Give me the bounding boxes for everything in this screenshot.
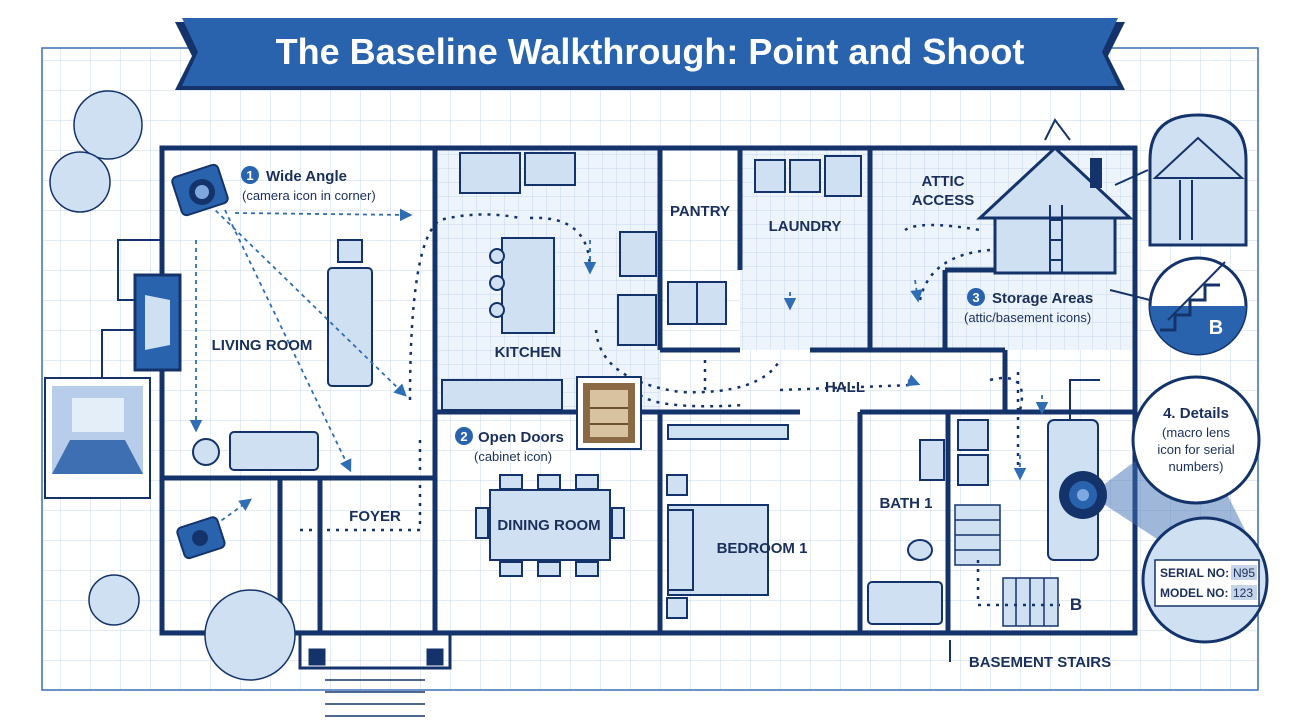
tree-icon [49, 90, 296, 681]
step-3-number: 3 [972, 290, 979, 305]
room-label-dining: DINING ROOM [497, 517, 600, 534]
step-4-note-1: (macro lens [1162, 425, 1230, 440]
room-label-living: LIVING ROOM [212, 337, 313, 354]
step-3-note: (attic/basement icons) [964, 310, 1091, 325]
step-1-number: 1 [246, 168, 253, 183]
room-label-basement-stairs: BASEMENT STAIRS [969, 654, 1111, 671]
basement-stairs-icon: B [1109, 256, 1248, 356]
living-room-furniture [192, 239, 373, 471]
step-1-badge [241, 166, 259, 184]
camera-icon [171, 163, 229, 217]
bedroom-bed [666, 424, 789, 619]
room-photo-thumbnail [44, 377, 151, 499]
step-3-badge [967, 288, 985, 306]
room-label-bath: BATH 1 [879, 495, 932, 512]
step-2-badge [455, 427, 473, 445]
step-2-note: (cabinet icon) [474, 449, 552, 464]
room-label-bedroom: BEDROOM 1 [717, 540, 808, 557]
camera-icon-foyer [176, 516, 226, 560]
room-label-attic-2: ACCESS [912, 192, 975, 209]
basement-stairs [954, 504, 1059, 627]
model-value: 123 [1233, 586, 1253, 600]
step-2-number: 2 [460, 429, 467, 444]
fireplace [101, 239, 182, 380]
room-label-kitchen: KITCHEN [495, 344, 562, 361]
camera-sightlines [189, 204, 1049, 526]
cabinet-icon [576, 376, 642, 450]
attic-callout [1114, 113, 1248, 247]
details-callout [1131, 375, 1261, 505]
room-label-foyer: FOYER [349, 508, 401, 525]
step-4-title: 4. Details [1163, 405, 1229, 422]
basement-marker: B [1070, 595, 1082, 614]
dining-table [475, 474, 625, 577]
step-1-title: Wide Angle [266, 168, 347, 185]
bath-fixtures [867, 419, 989, 625]
basement-letter: B [1209, 317, 1223, 339]
serial-value-highlight [1231, 565, 1257, 580]
page-title: The Baseline Walkthrough: Point and Shoo… [276, 31, 1025, 72]
laundry-machines [754, 155, 862, 197]
room-label-laundry: LAUNDRY [769, 218, 842, 235]
step-4-note-3: numbers) [1169, 459, 1224, 474]
serial-value: N95 [1233, 566, 1255, 580]
kitchen-furniture [441, 152, 657, 411]
pantry-shelf [667, 281, 727, 325]
front-porch [298, 633, 452, 717]
model-label: MODEL NO: [1160, 586, 1228, 600]
room-label-attic-1: ATTIC [921, 173, 964, 190]
step-1-note: (camera icon in corner) [242, 188, 376, 203]
serial-label: SERIAL NO: [1160, 566, 1229, 580]
step-3-title: Storage Areas [992, 290, 1093, 307]
room-label-hall: HALL [825, 379, 865, 396]
model-value-highlight [1231, 585, 1257, 600]
step-4-note-2: icon for serial [1157, 442, 1234, 457]
room-label-pantry: PANTRY [670, 203, 730, 220]
step-2-title: Open Doors [478, 429, 564, 446]
title-banner: The Baseline Walkthrough: Point and Shoo… [175, 18, 1125, 90]
house-attic-icon [976, 118, 1134, 275]
